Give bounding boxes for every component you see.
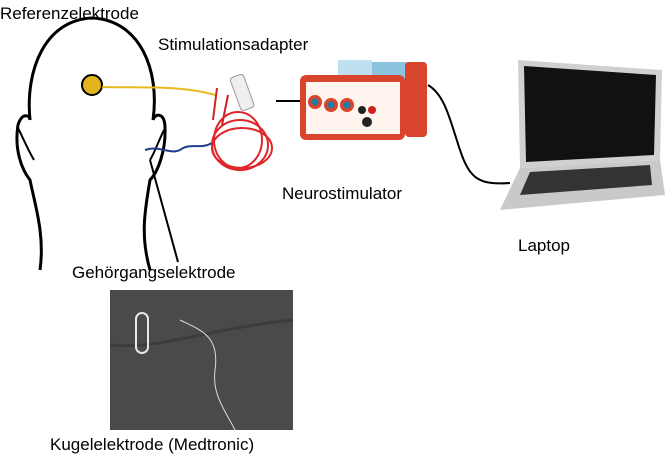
label-ear-canal-electrode: Gehörgangselektrode: [72, 263, 236, 282]
ball-electrode-photo: [109, 290, 294, 431]
blue-wire: [144, 142, 213, 153]
laptop-image: [500, 60, 665, 210]
stimulation-adapter-image: [211, 73, 273, 171]
label-laptop: Laptop: [518, 236, 570, 255]
neurostimulator-image: [300, 60, 427, 140]
reference-electrode-dot: [81, 74, 103, 96]
label-neurostimulator: Neurostimulator: [282, 184, 402, 203]
label-reference-electrode: Referenzelektrode: [0, 4, 139, 23]
leader-line-ear-electrode: [149, 159, 179, 263]
yellow-wire: [101, 86, 216, 96]
laptop-cable: [427, 84, 511, 185]
head-outline: [15, 16, 167, 271]
label-ball-electrode: Kugelelektrode (Medtronic): [50, 435, 255, 454]
label-stimulation-adapter: Stimulationsadapter: [158, 35, 309, 54]
